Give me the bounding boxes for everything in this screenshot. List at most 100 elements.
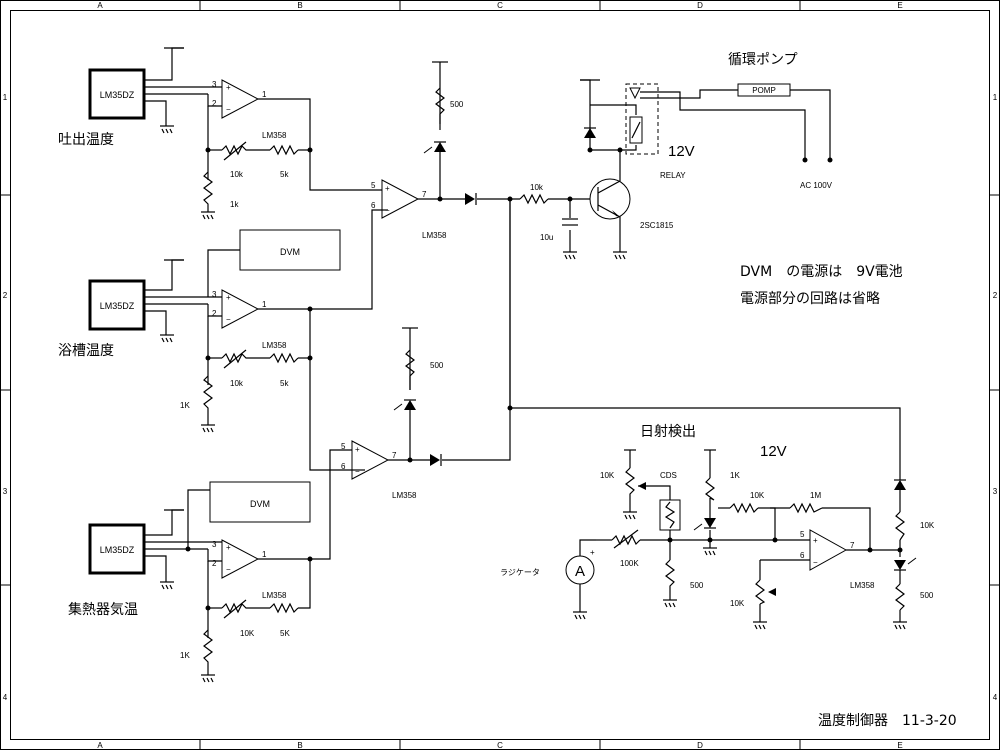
grid-row-4-left: 4 (3, 693, 8, 702)
stage2-pot-label: 10k (230, 379, 244, 388)
opamp-2-label: LM358 (262, 341, 287, 350)
solar-opamp: + − 5 6 7 (800, 529, 855, 571)
radiometer-meter: A + (565, 548, 595, 585)
comparator-1-label: LM358 (422, 231, 447, 240)
led-2-res-label: 500 (430, 361, 444, 370)
led-1 (423, 141, 446, 154)
transistor-label: 2SC1815 (640, 221, 674, 230)
svg-text:DVM: DVM (280, 247, 300, 257)
sensor-3-label: 集熱器気温 (68, 601, 138, 618)
sensor-1-lm35dz: LM35DZ (88, 68, 146, 120)
solar-pot-top-label: 10K (600, 471, 615, 480)
stage3-rg-label: 1K (180, 651, 190, 660)
junction-dot (205, 147, 211, 153)
svg-text:1: 1 (262, 550, 267, 559)
drive-cap-label: 10u (540, 233, 553, 242)
sensor-3-wiring (144, 449, 350, 638)
svg-text:7: 7 (422, 190, 427, 199)
solar-wiring (579, 450, 901, 622)
svg-text:LM35DZ: LM35DZ (100, 301, 135, 311)
grid-col-e-top: E (897, 1, 902, 10)
sensor-3-lm35dz: LM35DZ (88, 523, 146, 575)
svg-text:+: + (813, 536, 818, 545)
svg-text:A: A (575, 563, 585, 580)
svg-text:2: 2 (212, 99, 217, 108)
ground-icon (573, 611, 587, 620)
junction-dot (437, 196, 443, 202)
junction-dot (897, 547, 903, 553)
svg-text:3: 3 (212, 290, 217, 299)
drive-capacitor (562, 218, 578, 226)
ground-icon (160, 334, 174, 343)
grid-row-4-right: 4 (993, 693, 998, 702)
ac-terminal (827, 157, 833, 163)
solar-led (693, 518, 716, 531)
stage1-pot-label: 10k (230, 170, 244, 179)
sensor-1-wiring (144, 47, 365, 191)
junction-dot (185, 546, 191, 552)
grid-col-d-top: D (697, 1, 703, 10)
cds-label: CDS (660, 471, 677, 480)
sensor-2-lm35dz: LM35DZ (88, 279, 146, 331)
relay-contact (629, 87, 641, 100)
stage1-res-label: 5k (280, 170, 289, 179)
stage3-resistor (269, 602, 299, 614)
note-2: 電源部分の回路は省略 (740, 291, 880, 307)
svg-text:−: − (226, 105, 231, 114)
svg-text:5: 5 (800, 530, 805, 539)
junction-dot (407, 457, 413, 463)
opamp-1-label: LM358 (262, 131, 287, 140)
led-2 (393, 399, 416, 411)
junction-dot (205, 355, 211, 361)
junction-dot (567, 196, 573, 202)
grid-col-a-bottom: A (97, 741, 103, 750)
stage3-pot-label: 10K (240, 629, 255, 638)
stage1-rg (201, 171, 215, 220)
grid-row-3-right: 3 (993, 487, 998, 496)
grid-col-b-bottom: B (297, 741, 302, 750)
relay-coil (629, 116, 643, 144)
ground-icon (613, 251, 627, 260)
solar-out-resistor (895, 511, 905, 541)
comparator-2-label: LM358 (392, 491, 417, 500)
junction-dot (707, 537, 713, 543)
or-diode-1 (465, 193, 477, 205)
junction-dot (507, 196, 513, 202)
svg-text:5: 5 (371, 181, 376, 190)
svg-text:7: 7 (392, 451, 397, 460)
svg-text:2: 2 (212, 559, 217, 568)
junction-dot (205, 605, 211, 611)
grid-row-1-left: 1 (3, 93, 8, 102)
grid-row-2-right: 2 (993, 291, 998, 300)
grid-col-e-bottom: E (897, 741, 902, 750)
stage3-rg (201, 629, 215, 683)
relay-diode (584, 127, 596, 138)
dvm-2: DVM (209, 481, 311, 523)
svg-text:1: 1 (262, 300, 267, 309)
junction-dot (667, 537, 673, 543)
led-1-res-label: 500 (450, 100, 464, 109)
ground-icon (623, 511, 637, 520)
solar-title: 日射検出 (640, 424, 696, 440)
solar-r100k-label: 100K (620, 559, 639, 568)
svg-text:−: − (355, 467, 360, 476)
solar-r100k (611, 529, 641, 549)
solar-pot-bottom-label: 10K (730, 599, 745, 608)
cds-sensor (659, 499, 681, 531)
relay-wiring (580, 79, 831, 160)
svg-text:+: + (355, 445, 360, 454)
junction-dot (307, 355, 313, 361)
solar-r1k-label: 1K (730, 471, 740, 480)
opamp-3: + − 3 2 1 (212, 539, 267, 579)
grid-col-a-top: A (97, 1, 103, 10)
junction-dot (617, 147, 623, 153)
stage2-resistor (269, 352, 299, 364)
svg-text:LM35DZ: LM35DZ (100, 90, 135, 100)
or-diode-2 (430, 454, 442, 466)
junction-dot (307, 556, 313, 562)
svg-text:+: + (226, 83, 231, 92)
pump-title: 循環ポンプ (728, 52, 798, 68)
junction-dot (507, 405, 513, 411)
grid-col-c-bottom: C (497, 741, 503, 750)
